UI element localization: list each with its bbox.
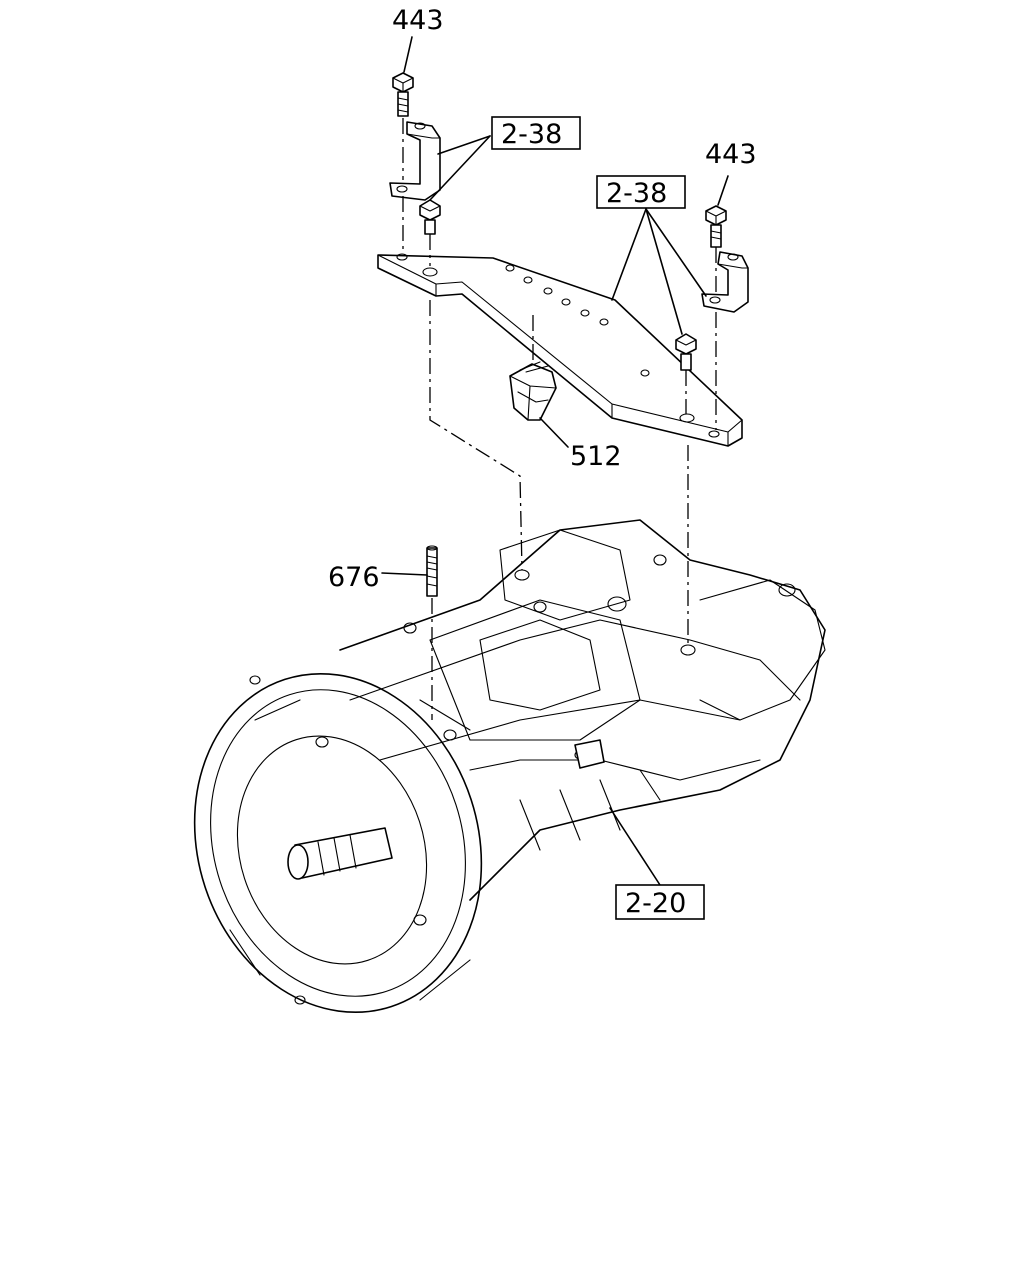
small-bracket-left <box>389 121 441 201</box>
bolt-443-right <box>705 205 727 248</box>
crossmember-bracket <box>377 253 743 447</box>
callout-2-20: 2-20 <box>625 888 686 919</box>
callout-box-2-38-left <box>491 116 581 150</box>
alignment-lines <box>402 118 717 720</box>
callout-676: 676 <box>328 562 380 593</box>
stud-676 <box>426 545 438 597</box>
leader-lines <box>381 36 729 886</box>
callout-443-right: 443 <box>705 139 757 170</box>
mount-rubber-512 <box>509 361 557 421</box>
transmission-assembly <box>193 519 826 1014</box>
callout-2-38-left: 2-38 <box>501 119 562 150</box>
bolt-2-38-left <box>419 199 441 235</box>
callout-2-38-right: 2-38 <box>606 178 667 209</box>
callout-512: 512 <box>570 441 622 472</box>
small-bracket-right <box>701 251 749 313</box>
callout-443-top: 443 <box>392 5 444 36</box>
callout-box-2-38-right <box>596 175 686 209</box>
callout-box-2-20 <box>615 884 705 920</box>
bolt-443-left <box>392 72 414 117</box>
